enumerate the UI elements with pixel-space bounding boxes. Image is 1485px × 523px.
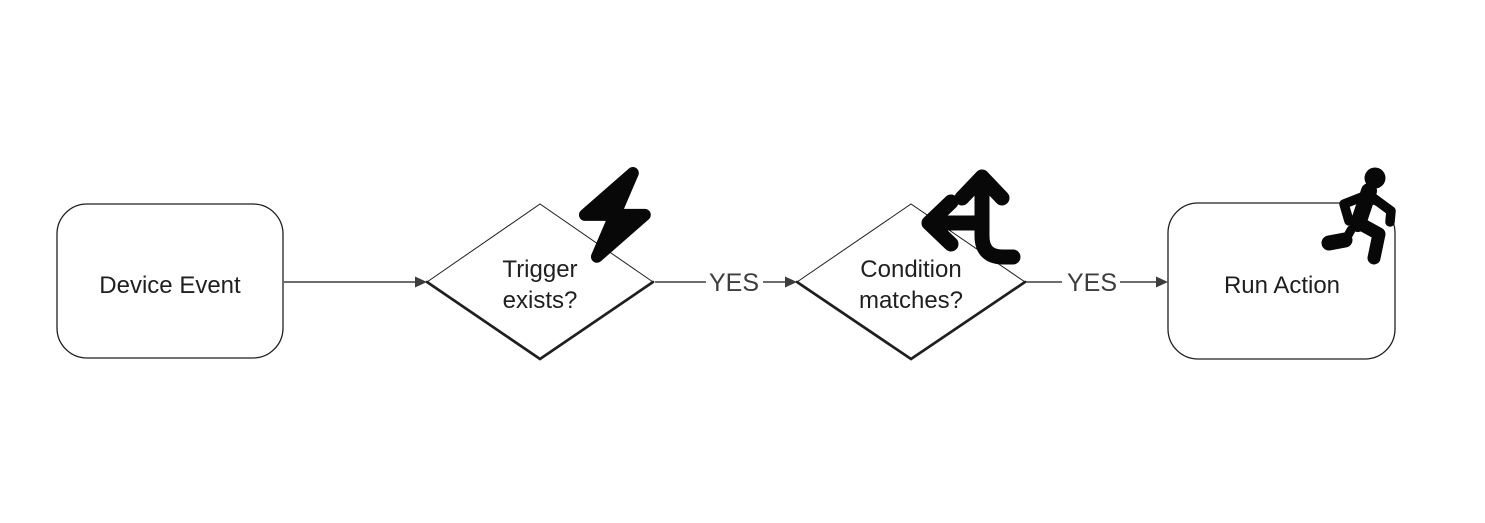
device-event-shape xyxy=(56,203,284,359)
trigger-exists-shadow-edge xyxy=(425,280,655,361)
trigger-exists-label-line2: exists? xyxy=(503,287,578,314)
condition-matches-label-line2: matches? xyxy=(859,287,963,314)
runner-front-arm xyxy=(1339,190,1372,226)
edge-label-yes-2: YES xyxy=(1067,269,1117,297)
edge-trigger-to-condition: YES xyxy=(655,269,797,297)
runner-back-arm xyxy=(1367,192,1396,227)
edge-device-event-to-trigger xyxy=(284,276,427,288)
edge-condition-to-run-action: YES xyxy=(1026,269,1168,297)
condition-matches-label-line1: Condition xyxy=(860,256,961,283)
person-running-icon xyxy=(1321,167,1396,265)
run-action-label: Run Action xyxy=(1224,272,1340,299)
split-arrows-left-arrowhead xyxy=(921,194,959,252)
runner-front-leg xyxy=(1352,216,1386,265)
split-arrows-up-arrowhead xyxy=(954,169,1010,206)
condition-matches-shadow-edge xyxy=(795,280,1027,361)
split-arrows-icon xyxy=(921,169,1021,265)
node-run-action: Run Action xyxy=(1167,167,1396,360)
edge-arrowhead xyxy=(1156,276,1168,288)
node-device-event: Device Event xyxy=(56,203,284,359)
trigger-exists-label-line1: Trigger xyxy=(502,256,577,283)
edge-arrowhead xyxy=(415,276,427,288)
lightning-bolt-icon xyxy=(578,166,651,263)
split-arrows-stem xyxy=(974,171,1021,265)
node-trigger-exists: Trigger exists? xyxy=(425,166,655,361)
device-event-label: Device Event xyxy=(99,272,241,299)
runner-shoe-heel xyxy=(1341,225,1356,244)
node-condition-matches: Condition matches? xyxy=(795,169,1027,361)
edge-label-yes-1: YES xyxy=(709,269,759,297)
edge-arrowhead xyxy=(785,276,797,288)
